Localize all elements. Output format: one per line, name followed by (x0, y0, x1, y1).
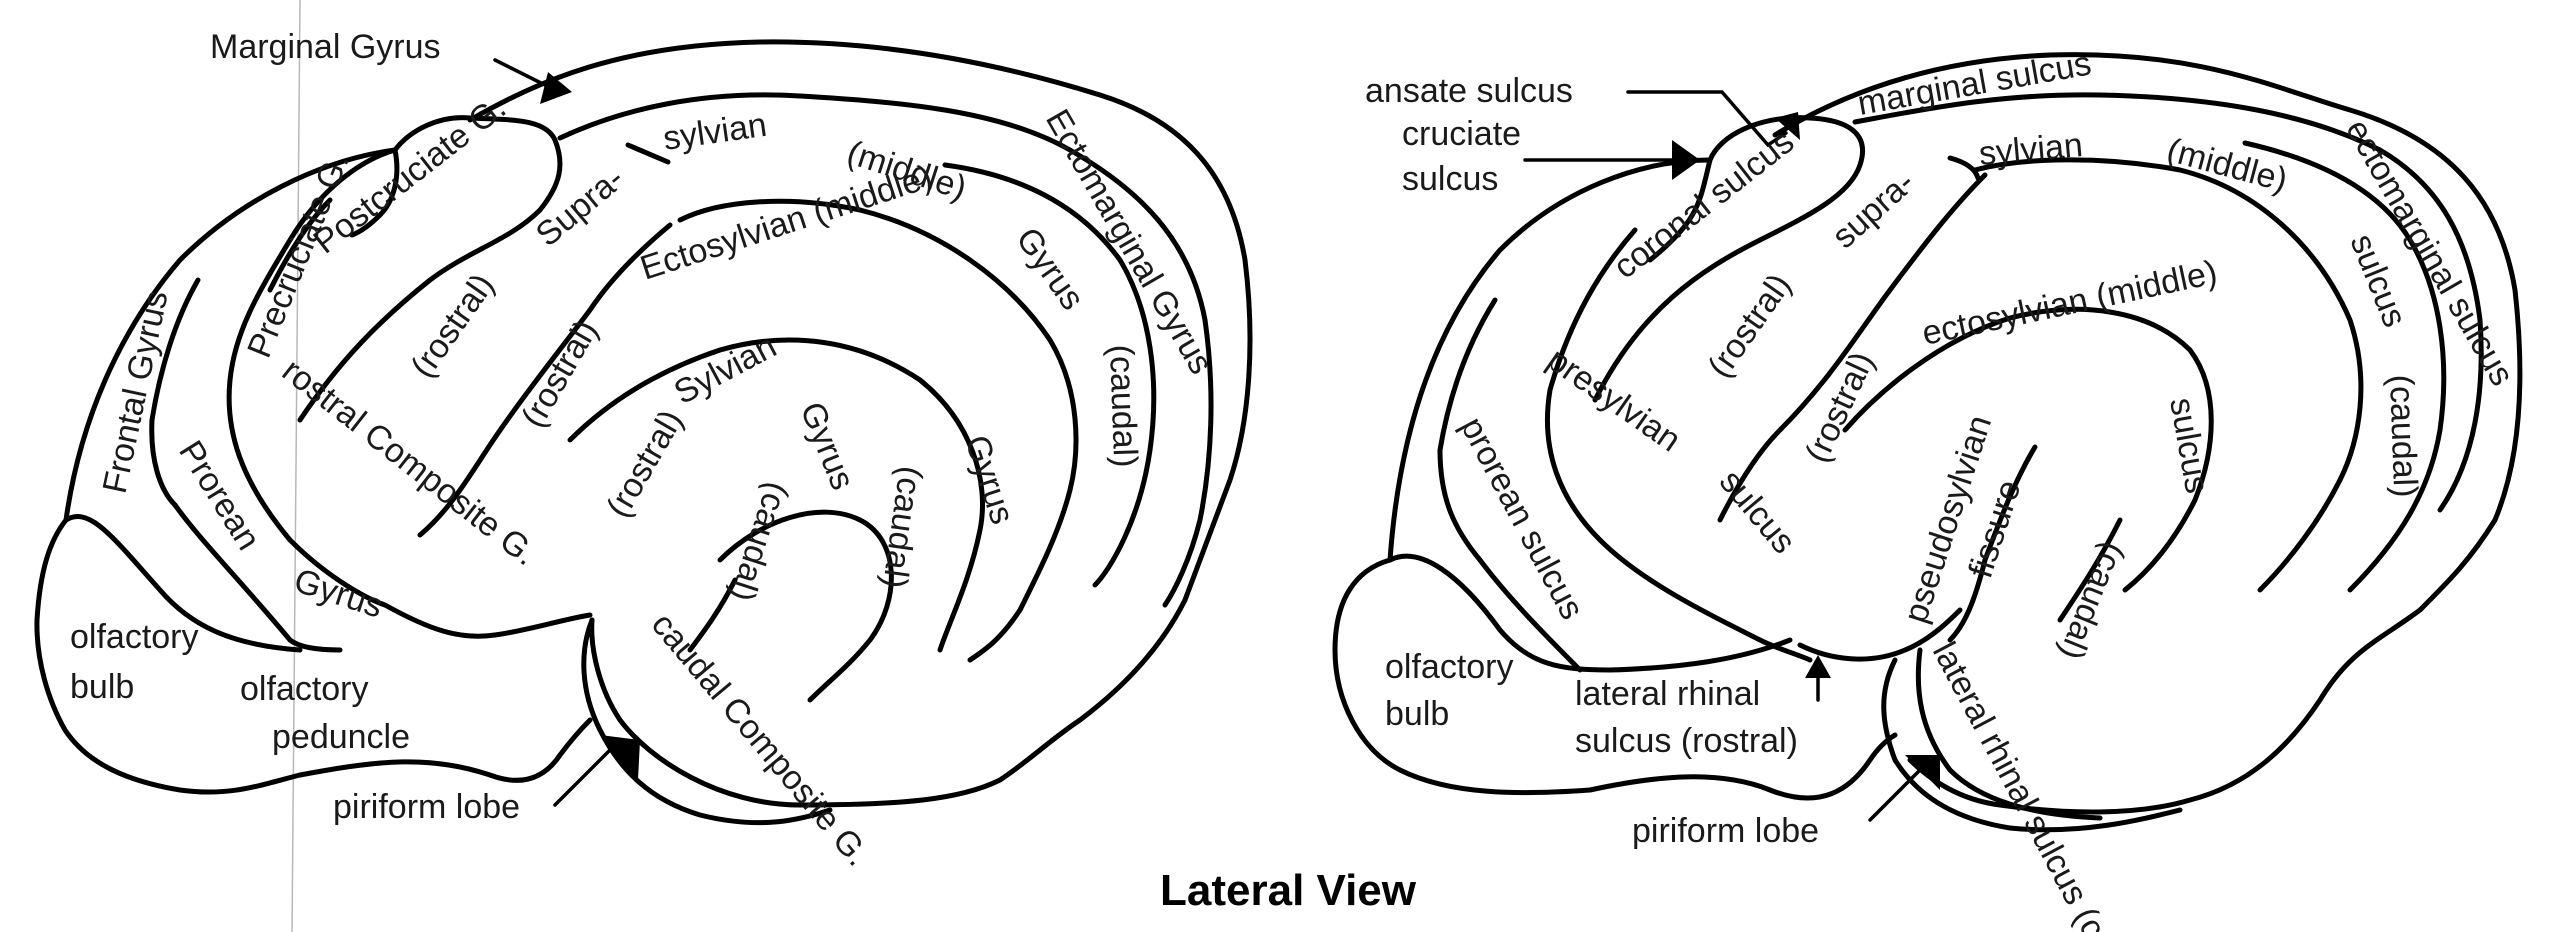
scan-artifact-line (291, 0, 301, 932)
label-supra-right: supra- (1825, 163, 1922, 256)
piriform-pointer-right (1868, 768, 1922, 822)
right-brain-sulci (1332, 52, 2523, 833)
label-coronal-sulcus: coronal sulcus (1607, 123, 1802, 287)
label-ectosylvian-rostral: (rostral) (514, 314, 605, 434)
right-marginal-contour (1852, 92, 2484, 513)
label-lateral-rhinal-caudal: lateral rhinal sulcus (caudal) (1925, 636, 2157, 932)
label-sylvian-gyrus: Sylvian (668, 327, 783, 412)
left-suprasylvian-tick (625, 142, 671, 165)
label-prorean-sulcus: prorean sulcus (1453, 411, 1591, 626)
left-ectomarginal-contour (942, 162, 1157, 588)
left-sylvian-loop (717, 509, 894, 703)
right-outer-frontal (1387, 157, 1713, 563)
left-prorean-line (149, 277, 201, 508)
left-outer-outline (467, 39, 1253, 808)
right-lateral-rhinal-caudal-line (1915, 647, 2103, 821)
label-sylvian-right: sylvian (1977, 126, 2084, 173)
label-suprasylvian-rostral: (rostral) (403, 267, 501, 385)
right-peduncle-outline (1587, 732, 1898, 801)
left-frontal-outline (63, 147, 398, 523)
left-prorean-lower (172, 502, 343, 653)
right-labels: ansate sulcus cruciate sulcus marginal s… (1365, 44, 2521, 932)
left-olfactory-bulb-top (63, 514, 303, 653)
right-ectosylvian-contour (1842, 306, 2214, 593)
label-suprasylvian-caudal-right: (caudal) (2382, 374, 2424, 498)
right-suprasylvian-tick (1947, 155, 1981, 181)
label-sylvian-gyrus-word: Gyrus (793, 397, 862, 495)
label-olfactory-bulb-right-1: olfactory (1385, 648, 1514, 686)
right-pseudosylvian-fissure (1947, 444, 2038, 643)
right-ectomarginal-contour (2242, 140, 2447, 593)
label-olfactory-bulb-2: bulb (70, 668, 134, 706)
right-presylvian-outline (1545, 227, 1813, 663)
left-precruciate-notch (349, 147, 400, 238)
label-piriform-lobe-right: piriform lobe (1632, 812, 1819, 850)
right-lateral-rhinal-junction (1797, 607, 1963, 662)
label-piriform-lobe-left: piriform lobe (333, 788, 520, 826)
label-marginal-gyrus: Marginal Gyrus (210, 28, 441, 66)
piriform-pointer-left (553, 748, 612, 807)
label-prorean: Prorean (171, 434, 267, 557)
label-ectosylvian-caudal-right: (caudal) (2052, 537, 2133, 665)
left-precruciate-line (267, 197, 333, 293)
label-sylvian-caudal: (caudal) (722, 478, 796, 607)
label-sylvian-rostral: (rostral) (599, 404, 690, 524)
label-ectosylvian-caudal: (caudal) (875, 464, 930, 591)
right-olfactory-bulb-top (1387, 553, 1793, 673)
label-olfactory-bulb-right-2: bulb (1385, 695, 1449, 733)
label-suprasylvian-rostral-right: (rostral) (1700, 267, 1798, 385)
label-caudal-composite: caudal Composite G. (644, 606, 877, 874)
cruciate-sulcus-arrowhead (1672, 140, 1700, 180)
label-olfactory-peduncle-2: peduncle (272, 718, 410, 756)
left-suprasylvian-contour (677, 198, 1079, 663)
right-ectosylvian-caudal-line (2057, 517, 2123, 623)
left-marginal-contour (557, 92, 1214, 608)
left-rostral-composite-outline (226, 147, 593, 639)
ansate-sulcus-arrowhead (1775, 112, 1800, 140)
right-prorean-sulcus (1437, 297, 1583, 673)
right-rostral-suprasylvian-line (1717, 172, 1988, 523)
label-olfactory-peduncle-1: olfactory (240, 670, 369, 708)
left-olfactory-bulb-outline (34, 517, 303, 795)
label-cruciate-sulcus-1: cruciate (1402, 115, 1521, 153)
right-outer-outline (1772, 52, 2523, 815)
label-presylvian-sulcus-1: presylvian (1540, 340, 1687, 459)
diagram-title: Lateral View (1160, 866, 1417, 915)
label-prorean-gyrus: Gyrus (290, 561, 388, 625)
right-olfactory-bulb-outline (1332, 557, 1593, 796)
left-peduncle-outline (297, 717, 593, 783)
left-rostral-suprasylvian-line (417, 222, 673, 538)
left-brain-gyri (34, 39, 1253, 826)
piriform-arrowhead-left (600, 735, 640, 780)
label-ectosylvian-middle: Ectosylvian (middle) (636, 157, 937, 287)
piriform-arrowhead-right (1905, 755, 1940, 790)
label-suprasylvian-caudal: (caudal) (1102, 344, 1144, 468)
label-caudal-composite-a: caudal Composite G. (644, 606, 877, 874)
label-lateral-rhinal-rostral-2: sulcus (rostral) (1575, 722, 1798, 760)
label-ectosylvian-gyrus: Gyrus (957, 431, 1021, 529)
left-ectosylvian-contour (567, 337, 985, 653)
label-cruciate-sulcus-2: sulcus (1402, 160, 1498, 198)
right-suprasylvian-contour (1972, 157, 2364, 593)
right-coronal-outline (1592, 115, 1865, 403)
left-piriform-outline (581, 617, 833, 826)
left-sylvian-stub (687, 577, 738, 653)
label-ectosylvian-sulcus-right: sulcus (2162, 395, 2216, 497)
marginal-gyrus-arrowhead (540, 72, 572, 104)
left-cruciate-bumps (297, 115, 563, 423)
label-marginal-sulcus: marginal sulcus (1855, 44, 2094, 122)
ansate-sulcus-pointer (1626, 90, 1788, 148)
right-cruciate-notch (1647, 157, 1713, 263)
label-olfactory-bulb-1: olfactory (70, 618, 199, 656)
label-sylvian: sylvian (661, 106, 769, 158)
label-lateral-rhinal-rostral-1: lateral rhinal (1575, 675, 1760, 713)
label-rostral-composite-gyrus: rostral Composite G. (275, 351, 544, 573)
label-frontal-gyrus: Frontal Gyrus (96, 287, 176, 496)
label-ansate-sulcus: ansate sulcus (1365, 72, 1573, 110)
lateral-rhinal-rostral-arrowhead (1805, 655, 1831, 678)
label-ectomarginal-gyrus: Ectomarginal Gyrus (1038, 103, 1220, 381)
right-piriform-outline (1881, 657, 2183, 833)
